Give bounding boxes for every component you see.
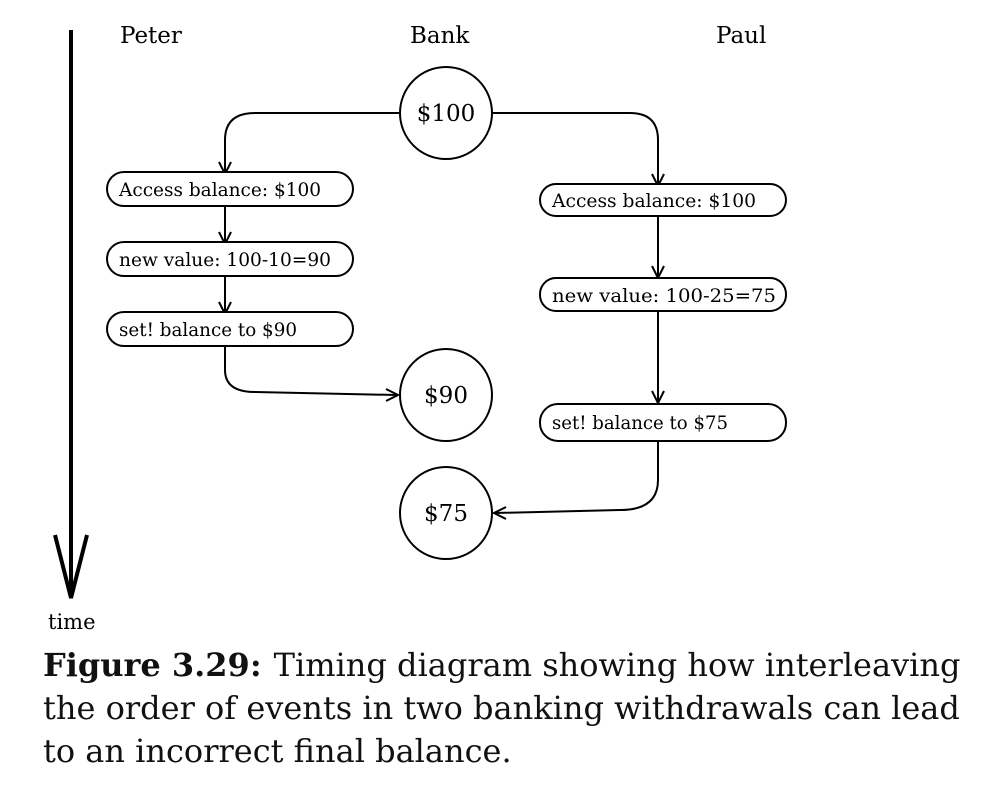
time-label: time xyxy=(48,610,96,634)
bank-state-after-paul: $75 xyxy=(399,466,493,560)
paul-step-set-balance-label: set! balance to $75 xyxy=(552,412,728,434)
bank-state-after-peter-label: $90 xyxy=(424,383,468,409)
bank-state-after-peter: $90 xyxy=(399,348,493,442)
peter-step-access-balance-label: Access balance: $100 xyxy=(118,179,321,201)
paul-step-new-value: new value: 100-25=75 xyxy=(539,277,787,312)
figure-caption-text: Timing diagram showing how interleaving … xyxy=(43,646,961,770)
column-label-peter: Peter xyxy=(120,23,182,49)
paul-step-set-balance: set! balance to $75 xyxy=(539,403,787,442)
paul-step-new-value-label: new value: 100-25=75 xyxy=(552,285,776,307)
edge-paul-set-to-bank-75 xyxy=(494,441,659,514)
edge-bank-to-peter-access xyxy=(224,112,400,172)
peter-step-set-balance-label: set! balance to $90 xyxy=(119,319,297,341)
peter-step-new-value-label: new value: 100-10=90 xyxy=(119,249,331,271)
time-axis-arrowhead xyxy=(53,534,89,599)
timing-diagram: time Peter Bank Paul $100 $90 $75 Access… xyxy=(48,23,787,634)
paul-step-access-balance-label: Access balance: $100 xyxy=(551,190,756,212)
paul-step-access-balance: Access balance: $100 xyxy=(539,183,787,217)
edge-peter-set-to-bank-90 xyxy=(224,346,397,396)
peter-step-set-balance: set! balance to $90 xyxy=(106,311,354,347)
peter-step-new-value: new value: 100-10=90 xyxy=(106,241,354,277)
figure-caption: Figure 3.29:Timing diagram showing how i… xyxy=(43,644,973,773)
arrowhead xyxy=(385,388,401,402)
arrowhead xyxy=(491,506,507,520)
edge-bank-to-paul-access xyxy=(492,112,659,184)
bank-state-start: $100 xyxy=(399,66,493,160)
figure-caption-label: Figure 3.29: xyxy=(43,646,262,684)
peter-step-access-balance: Access balance: $100 xyxy=(106,171,354,207)
column-label-bank: Bank xyxy=(410,23,470,49)
bank-state-after-paul-label: $75 xyxy=(424,501,468,527)
column-label-paul: Paul xyxy=(716,23,766,49)
bank-state-start-label: $100 xyxy=(417,101,476,127)
